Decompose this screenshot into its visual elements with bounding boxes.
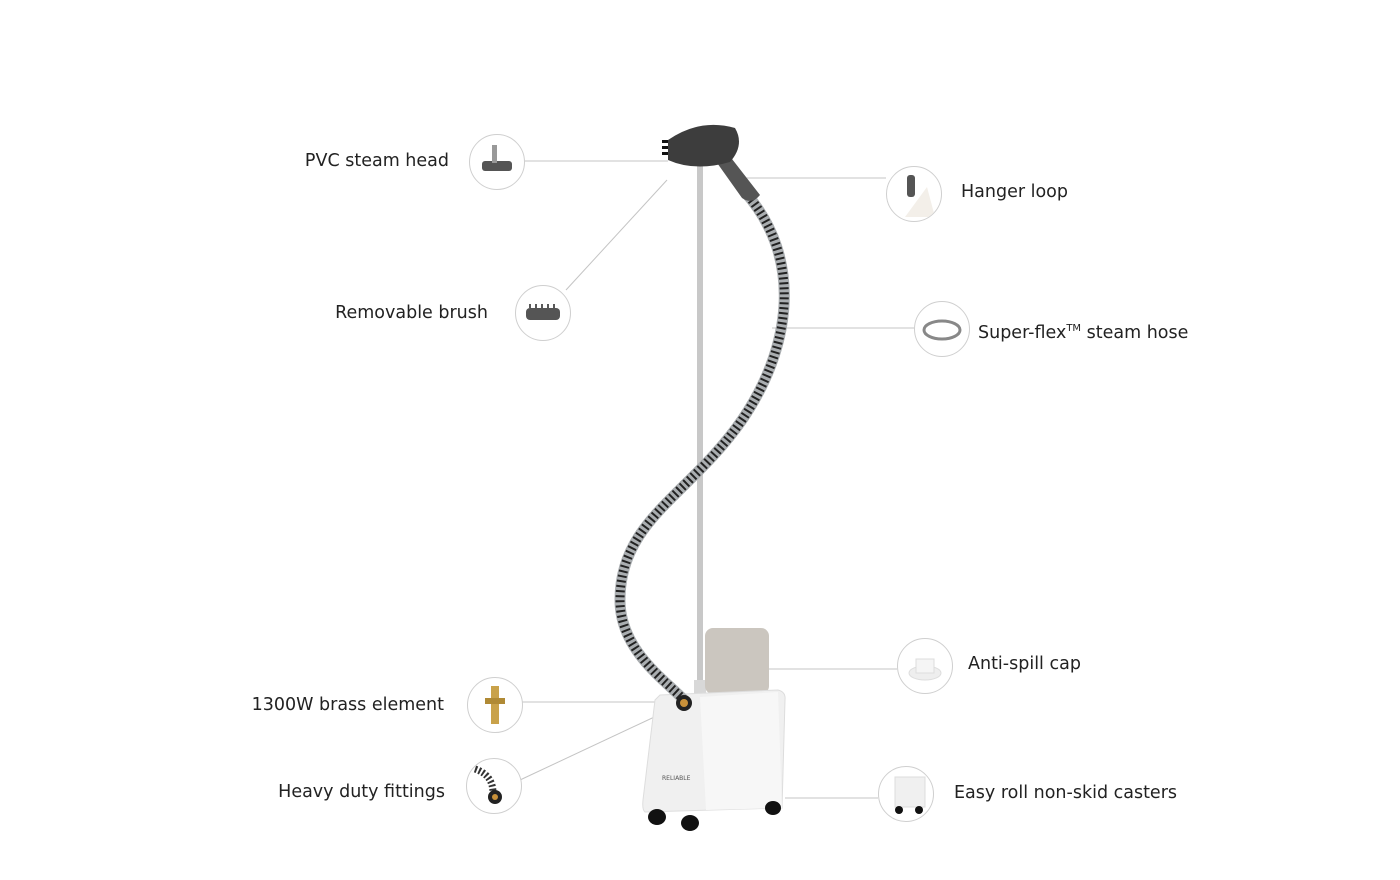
line-removable-brush <box>565 179 668 291</box>
casters-thumbnail <box>878 766 934 822</box>
brass-element-thumbnail <box>467 677 523 733</box>
label-hanger-loop: Hanger loop <box>961 182 1068 202</box>
telescopic-pole <box>697 165 703 695</box>
anti-spill-cap-thumbnail <box>897 638 953 694</box>
trademark: TM <box>1066 323 1082 334</box>
brand-logo: RELIABLE <box>662 775 691 782</box>
removable-brush-thumbnail <box>515 285 571 341</box>
hanger-loop-thumbnail <box>886 166 942 222</box>
label-anti-spill-cap: Anti-spill cap <box>968 654 1081 674</box>
label-pvc-steam-head: PVC steam head <box>304 151 449 171</box>
label-removable-brush: Removable brush <box>335 303 488 323</box>
pvc-steam-head-thumbnail <box>469 134 525 190</box>
line-fittings <box>519 711 666 781</box>
label-brass-element: 1300W brass element <box>251 695 444 715</box>
water-tank <box>705 628 769 694</box>
label-casters: Easy roll non-skid casters <box>954 783 1178 803</box>
steam-hose-text-rest: steam hose <box>1081 322 1189 343</box>
steam-hose-thumbnail <box>914 301 970 357</box>
label-steam-hose: Super-flexTM steam hose <box>978 318 1188 344</box>
casters <box>648 801 781 831</box>
label-heavy-duty-fittings: Heavy duty fittings <box>278 782 445 802</box>
steam-hose-text: Super-flex <box>978 322 1067 343</box>
pvc-steam-head <box>668 124 739 167</box>
callout-lines <box>519 160 914 799</box>
fittings-thumbnail <box>466 758 522 814</box>
